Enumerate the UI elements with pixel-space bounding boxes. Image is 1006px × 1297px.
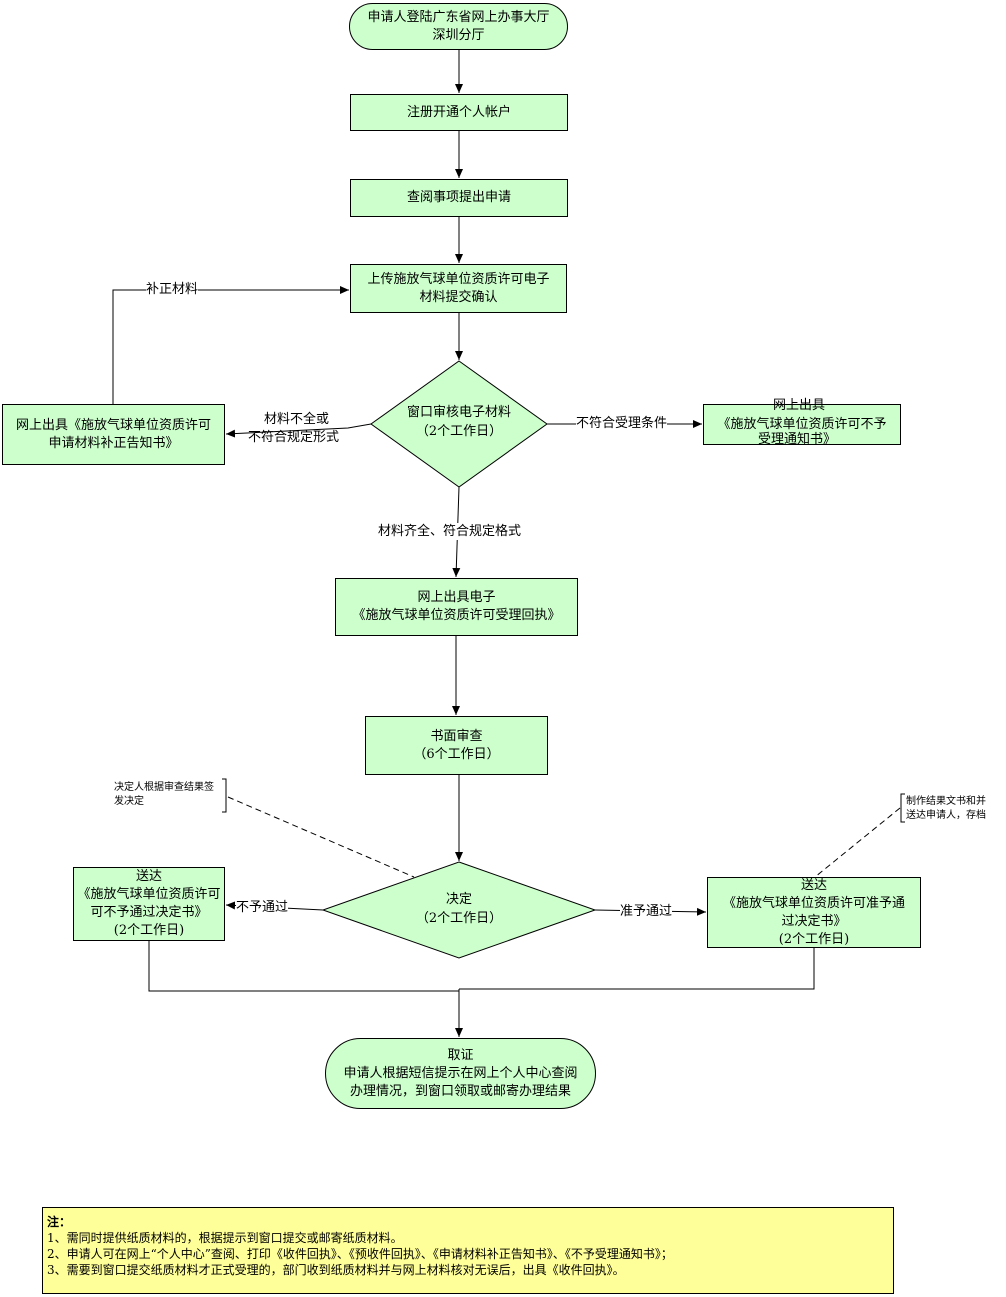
annotation-produce-1: 制作结果文书和并: [906, 796, 986, 807]
collect-node: 取证 申请人根据短信提示在网上个人中心查阅 办理情况，到窗口领取或邮寄办理结果: [325, 1038, 596, 1109]
reject-notice-node: 《施放气球单位资质许可不予: [703, 404, 901, 445]
apply-text: 查阅事项提出申请: [406, 190, 511, 205]
register-text: 注册开通个人帐户: [406, 104, 511, 120]
note-item-2: 2、申请人可在网上“个人中心”查阅、打印《收件回执》、《预收件回执》、《申请材料…: [47, 1247, 673, 1261]
upload-node: 上传施放气球单位资质许可电子 材料提交确认: [350, 264, 567, 313]
start-line-1: 申请人登陆广东省网上办事大厅: [367, 9, 550, 25]
label-supplement: 补正材料: [146, 281, 199, 298]
receipt-line-2: 《施放气球单位资质许可受理回执》: [352, 608, 561, 623]
correction-line-1: 网上出具《施放气球单位资质许可: [15, 417, 211, 433]
decision-line-1: 决定: [445, 892, 472, 907]
apply-node: 查阅事项提出申请: [350, 179, 568, 217]
arrow-supplement: [112, 286, 349, 404]
approve-line-3: 过决定书》: [781, 913, 847, 929]
callout-decider: [227, 796, 415, 878]
correction-notice-node: 网上出具《施放气球单位资质许可 申请材料补正告知书》: [2, 404, 225, 465]
receipt-node: 网上出具电子 《施放气球单位资质许可受理回执》: [335, 578, 578, 636]
note-item-1: 1、需同时提供纸质材料的，根据提示到窗口提交或邮寄纸质材料。: [47, 1231, 403, 1245]
collect-line-2: 申请人根据短信提示在网上个人中心查阅: [343, 1065, 578, 1081]
label-deny: 不予通过: [236, 899, 289, 916]
deny-line-1: 送达: [135, 869, 162, 884]
label-incomplete-2: 不符合规定形式: [248, 430, 340, 445]
notes-title: 注：: [47, 1215, 72, 1229]
label-not-eligible: 不符合受理条件: [576, 415, 668, 432]
callout-produce: [814, 807, 901, 878]
collect-line-3: 办理情况，到窗口领取或邮寄办理结果: [349, 1083, 571, 1099]
annotation-produce-2: 送达申请人，存档: [906, 810, 986, 821]
reject-line-2: 《施放气球单位资质许可不予: [717, 416, 887, 432]
upload-line-1: 上传施放气球单位资质许可电子: [367, 271, 550, 287]
start-line-2: 深圳分厅: [432, 27, 485, 43]
decision-diamond: [321, 861, 597, 959]
approve-line-2: 《施放气球单位资质许可准予通: [722, 895, 905, 911]
label-complete: 材料齐全、符合规定格式: [378, 523, 522, 540]
notes-box: 注： 1、需同时提供纸质材料的，根据提示到窗口提交或邮寄纸质材料。 2、申请人可…: [42, 1207, 894, 1294]
line-approve-merge: [459, 948, 815, 990]
upload-line-2: 材料提交确认: [419, 289, 498, 305]
reject-line-1: 网上出具: [773, 398, 826, 413]
deny-line-4: (2个工作日): [113, 923, 185, 938]
arrow-review-correction: [225, 423, 372, 438]
decision-line-2: （2个工作日）: [415, 911, 503, 926]
decision-text: 决定 （2个工作日）: [389, 889, 529, 929]
written-review-node: 书面审查 （6个工作日）: [365, 716, 548, 775]
deny-line-3: 可不予通过决定书》: [90, 905, 208, 920]
deliver-deny-node: 送达 《施放气球单位资质许可 可不予通过决定书》 (2个工作日): [73, 867, 225, 941]
written-line-1: 书面审查: [430, 728, 483, 744]
receipt-line-1: 网上出具电子: [417, 590, 496, 605]
line-deny-merge: [148, 941, 459, 992]
approve-line-4: (2个工作日): [778, 931, 850, 947]
review-line-2: （2个工作日）: [415, 424, 503, 439]
deliver-approve-node: 送达 《施放气球单位资质许可准予通 过决定书》 (2个工作日): [707, 877, 921, 948]
deny-line-2: 《施放气球单位资质许可: [77, 887, 221, 902]
review-line-1: 窗口审核电子材料: [406, 405, 511, 420]
review-text: 窗口审核电子材料 （2个工作日）: [379, 402, 539, 442]
collect-line-1: 取证: [447, 1047, 474, 1063]
callout-decider-bracket: [222, 778, 227, 813]
annotation-decider-2: 发决定: [114, 796, 144, 807]
callout-produce-bracket: [900, 793, 905, 823]
correction-line-2: 申请材料补正告知书》: [48, 435, 179, 451]
note-item-3: 3、需要到窗口提交纸质材料才正式受理的，部门收到纸质材料并与网上材料核对无误后，…: [47, 1263, 625, 1277]
label-approve: 准予通过: [620, 903, 673, 920]
annotation-decider-1: 决定人根据审查结果签: [114, 782, 214, 793]
written-line-2: （6个工作日）: [413, 746, 500, 762]
reject-line-3: 受理通知书》: [758, 432, 837, 447]
label-incomplete-1: 材料不全或: [264, 412, 330, 427]
start-node: 申请人登陆广东省网上办事大厅 深圳分厅: [349, 3, 568, 50]
approve-line-1: 送达: [800, 877, 827, 893]
register-node: 注册开通个人帐户: [350, 94, 568, 131]
